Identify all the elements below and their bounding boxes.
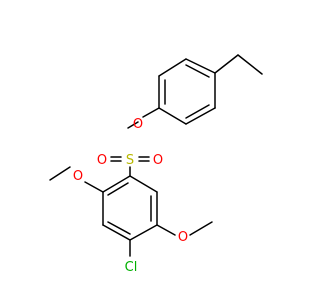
atom-o-sulfonyl-left: O xyxy=(97,153,107,168)
atom-o-ester: O xyxy=(133,117,143,132)
bond-ring-4 xyxy=(129,224,158,241)
bond-ethyl-ch3 xyxy=(237,54,263,75)
bond-ring-methoxy-top xyxy=(84,181,104,193)
bond-ring-6 xyxy=(129,175,158,193)
bond-methoxy-top-ch3 xyxy=(49,166,71,181)
structure-canvas: O S O O O O Cl xyxy=(49,54,263,275)
atom-o-sulfonyl-right: O xyxy=(153,153,163,168)
molecule-drawing: O S O O O O Cl xyxy=(49,54,263,275)
bond-phenyl-2 xyxy=(158,58,187,77)
bond-phenyl-1-inner xyxy=(185,64,210,78)
bond-oxygen-sulfur xyxy=(127,121,139,129)
bond-ring-3-inner xyxy=(107,221,131,235)
atom-chlorine: Cl xyxy=(125,260,138,275)
bond-ring-1 xyxy=(102,175,131,193)
bond-phenyl-5 xyxy=(185,107,216,125)
atom-o-methoxy-top: O xyxy=(73,169,83,184)
bond-phenyl-1 xyxy=(185,58,216,74)
atom-sulfur: S xyxy=(126,153,134,168)
bond-phenyl-4 xyxy=(158,107,187,125)
bond-ring-methoxy-bottom xyxy=(156,224,176,236)
bond-aryl-oxygen xyxy=(142,107,160,118)
bond-methoxy-bottom-ch3 xyxy=(189,221,213,236)
bond-ring-1-inner xyxy=(107,182,129,196)
bond-phenyl-5-inner xyxy=(185,104,210,119)
atom-o-methoxy-bottom: O xyxy=(178,230,188,245)
bond-ring-3 xyxy=(102,224,131,241)
bond-ethyl-ch2 xyxy=(214,54,239,74)
